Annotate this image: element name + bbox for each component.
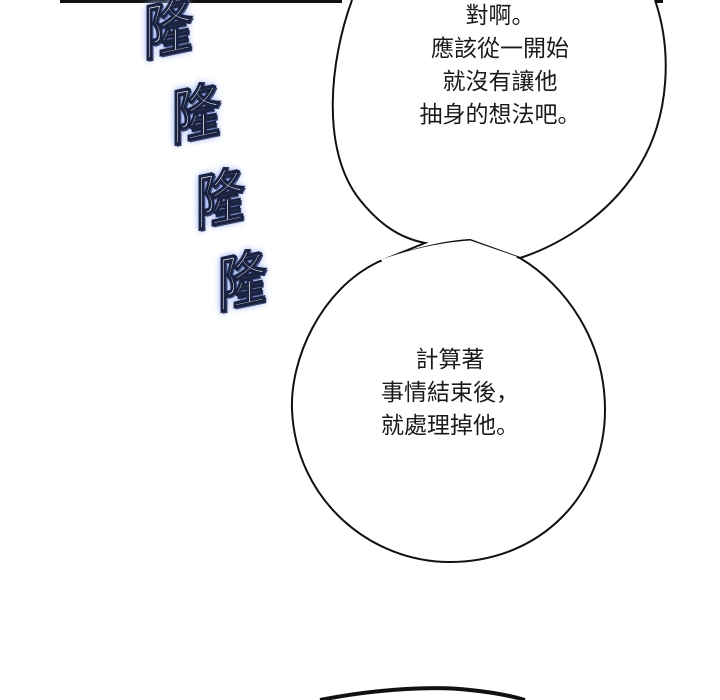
- sfx-char: 隆: [171, 74, 220, 156]
- sfx-char: 隆: [143, 0, 192, 71]
- dialogue-line: 對啊。: [465, 3, 535, 29]
- speech-bubble-bottom-text: 計算著 事情結束後， 就處理掉他。: [340, 344, 560, 443]
- dialogue-line: 抽身的想法吧。: [419, 102, 581, 128]
- speech-bubble-next-outline: [319, 686, 526, 700]
- dialogue-line: 就處理掉他。: [381, 413, 519, 439]
- speech-bubble-bottom-outline: [290, 238, 607, 564]
- dialogue-line: 就沒有讓他: [442, 69, 558, 95]
- dialogue-line: 應該從一開始: [431, 36, 569, 62]
- dialogue-line: 計算著: [415, 347, 485, 373]
- sfx-char: 隆: [195, 159, 244, 241]
- panel-border-top: [60, 0, 342, 3]
- sfx-char: 隆: [217, 241, 266, 323]
- panel-border-top-right: [655, 0, 663, 3]
- speech-bubble-top-text: 對啊。 應該從一開始 就沒有讓他 抽身的想法吧。: [390, 0, 610, 132]
- dialogue-line: 事情結束後，: [381, 380, 519, 406]
